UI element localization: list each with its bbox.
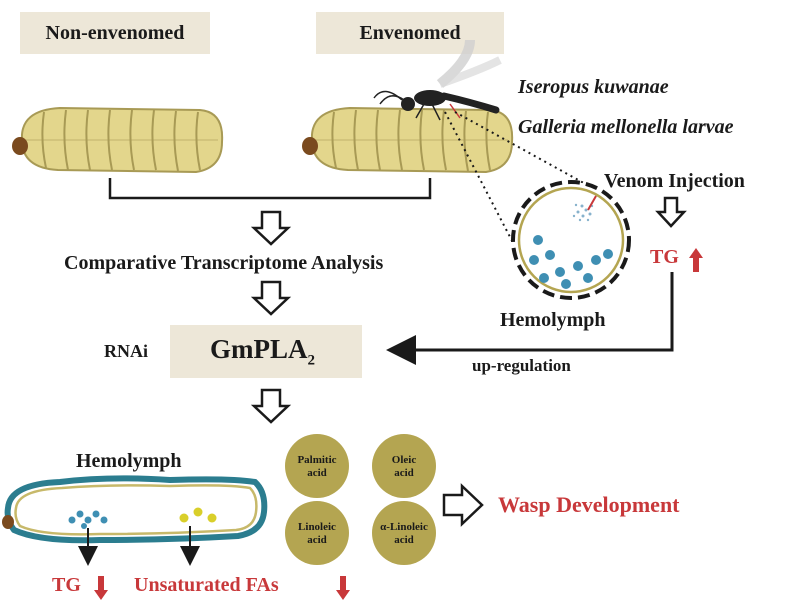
hemolymph-circle-label: Hemolymph: [500, 309, 606, 331]
unsat-fas-label: Unsaturated FAs: [134, 574, 279, 596]
linoleic-acid-circle: [285, 501, 349, 565]
alpha-linoleic-acid-circle: [372, 501, 436, 565]
palmitic-acid-circle: [285, 434, 349, 498]
dotted-leader-left: [444, 111, 523, 261]
rnai-label: RNAi: [104, 341, 148, 361]
unsat-fas-down-arrow: [336, 576, 350, 600]
down-arrow-3: [250, 388, 292, 424]
hemolymph-bottom-label: Hemolymph: [76, 450, 182, 472]
tg-up-arrow: [689, 248, 703, 272]
envenomed-box: Envenomed: [316, 12, 504, 54]
oleic-acid-label: Oleic acid: [391, 454, 417, 479]
venom-speckles: [572, 203, 594, 222]
upregulation-line: [386, 272, 674, 365]
gmpla2-box: GmPLA2: [170, 325, 362, 378]
non-envenomed-larva: [12, 106, 224, 174]
bottom-yellow-dots: [179, 507, 217, 523]
wasp-development-label: Wasp Development: [498, 492, 680, 517]
oleic-acid-circle: [372, 434, 436, 498]
gmpla2-label: GmPLA2: [210, 333, 315, 369]
dotted-leader-right: [454, 111, 601, 193]
wasp-illustration: [373, 39, 502, 121]
linoleic-acid-label: Linoleic acid: [298, 521, 336, 546]
tg-down-arrow: [94, 576, 108, 600]
comparison-bracket: [108, 178, 432, 200]
right-arrow-wasp: [442, 483, 484, 527]
upregulation-label: up-regulation: [472, 356, 571, 375]
hemolymph-dots: [529, 235, 613, 289]
non-envenomed-label: Non-envenomed: [45, 21, 185, 44]
comparative-analysis-label: Comparative Transcriptome Analysis: [64, 252, 384, 274]
envenomed-label: Envenomed: [359, 21, 461, 44]
down-arrow-2: [250, 280, 292, 316]
down-arrow-1: [250, 210, 292, 246]
palmitic-acid-label: Palmitic acid: [297, 454, 337, 479]
species-wasp-label: Iseropus kuwanae: [518, 76, 669, 98]
tg-bottom-label: TG: [52, 574, 81, 596]
species-larvae-label: Galleria mellonella larvae: [518, 116, 734, 138]
hemolymph-circle: [511, 180, 631, 300]
down-arrow-venom: [655, 196, 687, 228]
bottom-larva: [2, 475, 268, 566]
alpha-linoleic-acid-label: α-Linoleic acid: [380, 521, 428, 546]
tg-top-label: TG: [650, 246, 679, 268]
fatty-acid-circles: [285, 434, 436, 565]
bottom-blue-dots: [68, 510, 108, 529]
venom-injection-label: Venom Injection: [604, 170, 745, 192]
envenomed-larva: [302, 106, 514, 174]
non-envenomed-box: Non-envenomed: [20, 12, 210, 54]
